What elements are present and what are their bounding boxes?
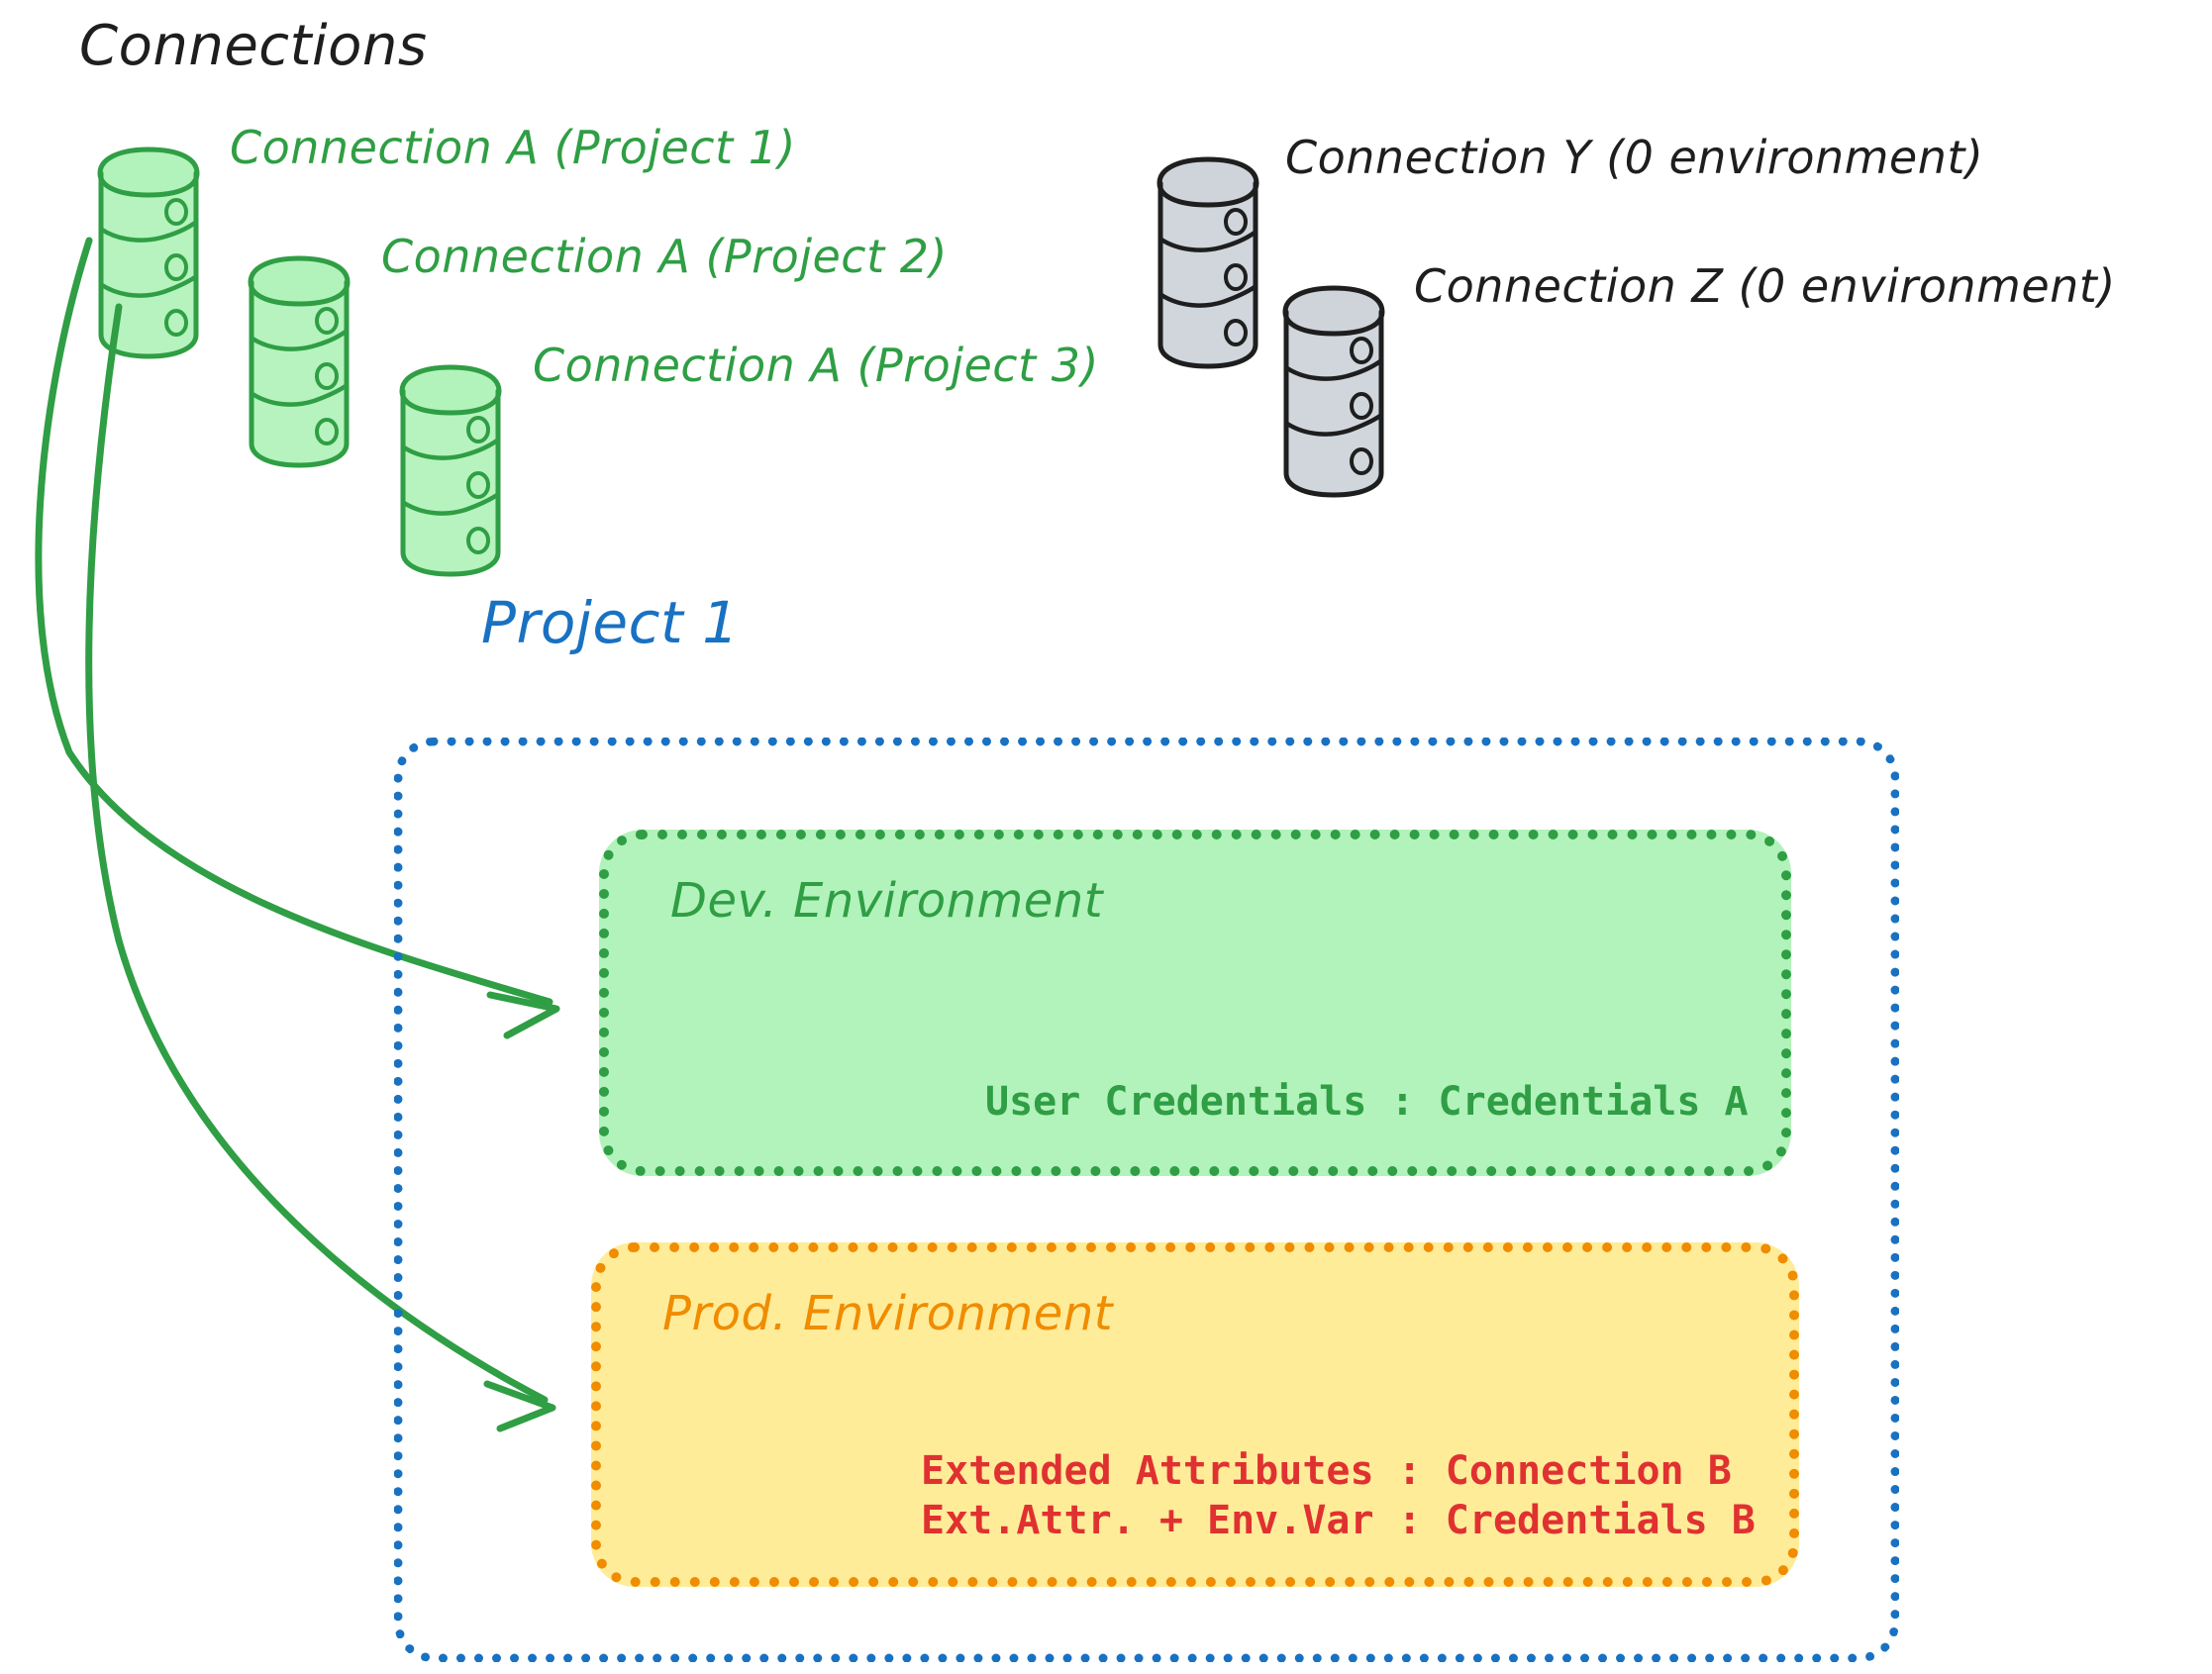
dev-environment-credentials-line: User Credentials : Credentials A (985, 1079, 1749, 1125)
database-icon-connection-a-project-1[interactable] (100, 149, 197, 356)
prod-environment-title: Prod. Environment (662, 1286, 1114, 1341)
prod-environment-box[interactable]: Prod. Environment (591, 1242, 1799, 1587)
dev-environment-box[interactable]: Dev. Environment (599, 830, 1791, 1176)
dev-environment-title: Dev. Environment (670, 873, 1104, 929)
connection-label-a-project-1: Connection A (Project 1) (230, 121, 796, 174)
database-icon-connection-a-project-3[interactable] (402, 367, 499, 574)
prod-environment-credentials-line: Ext.Attr. + Env.Var : Credentials B (921, 1498, 1756, 1543)
database-icon-connection-z[interactable] (1285, 288, 1382, 495)
project-boundary (394, 738, 1899, 1662)
page-title: Connections (79, 14, 428, 78)
connection-label-a-project-2: Connection A (Project 2) (381, 230, 948, 283)
database-icon-connection-a-project-2[interactable] (251, 258, 348, 465)
database-icon-connection-y[interactable] (1159, 159, 1257, 366)
connection-label-y: Connection Y (0 environment) (1285, 131, 1984, 184)
prod-environment-attributes-line: Extended Attributes : Connection B (921, 1448, 1732, 1494)
connection-label-z: Connection Z (0 environment) (1414, 259, 2116, 313)
project-title: Project 1 (481, 589, 740, 656)
connection-label-a-project-3: Connection A (Project 3) (533, 339, 1099, 392)
